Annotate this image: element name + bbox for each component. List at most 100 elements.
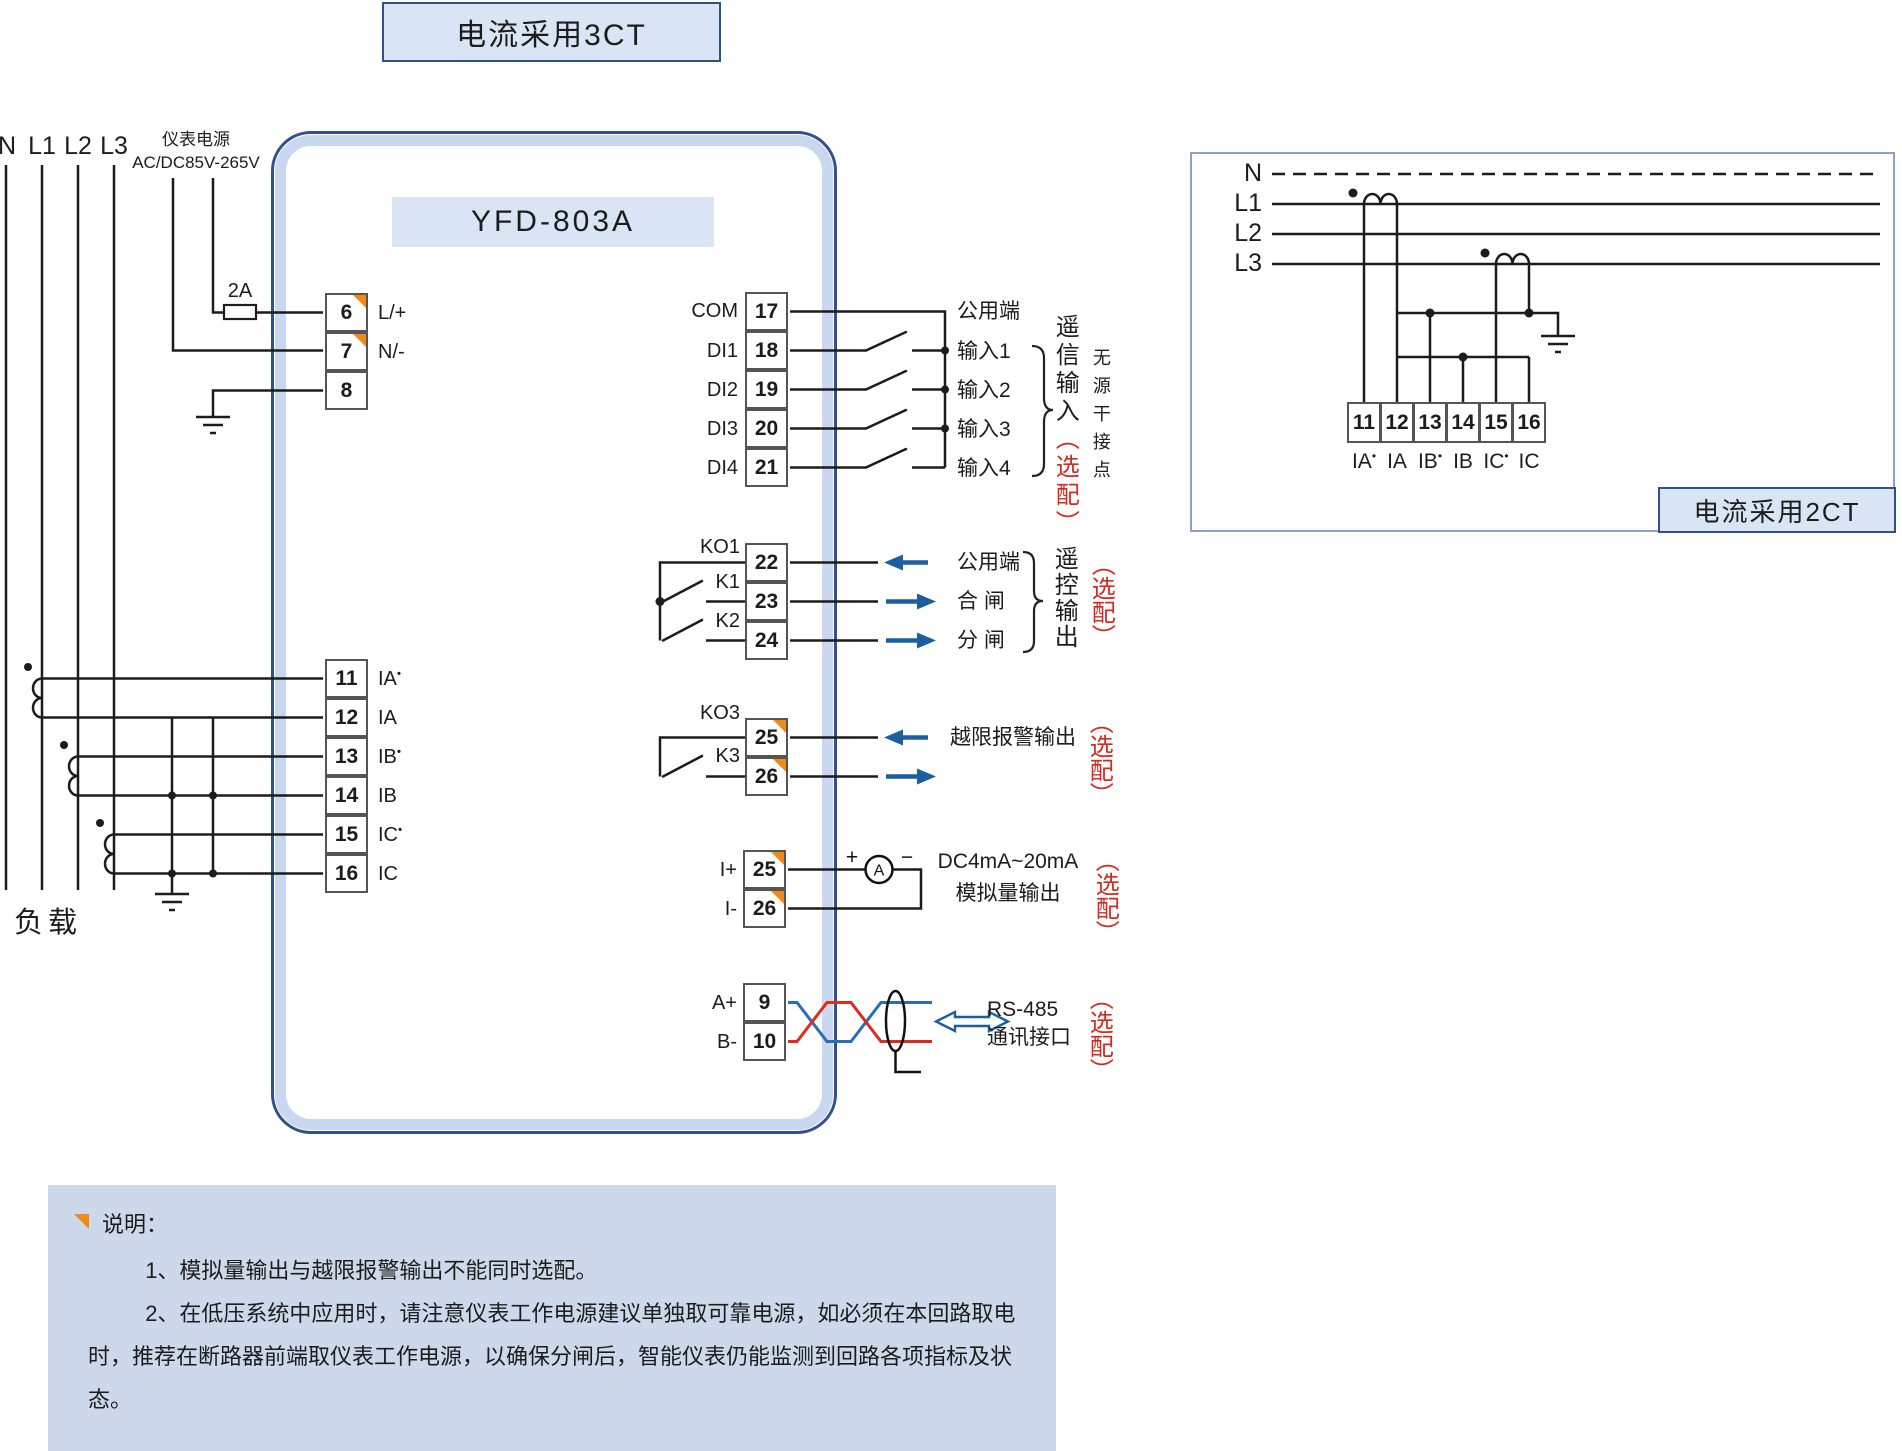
fuse-icon	[222, 303, 258, 321]
ct-label: IB	[1453, 450, 1473, 473]
terminal-num: 20	[754, 416, 779, 440]
junction-dots	[24, 188, 1534, 878]
ct-label: IA	[1351, 450, 1372, 473]
polarity-star: •	[1371, 449, 1377, 463]
di-name-di2: DI2	[706, 379, 738, 401]
di-name-di4: DI4	[706, 457, 738, 479]
terminal-25-analog: 25	[743, 850, 786, 889]
ct2-label-13: IB•	[1413, 450, 1447, 473]
title-2ct-box: 电流采用2CT	[1658, 487, 1896, 533]
terminal-num: 10	[752, 1029, 777, 1053]
rs485-wire-b	[788, 1001, 932, 1043]
terminal-num: 13	[334, 744, 359, 768]
ct2-diagram-box	[1190, 152, 1895, 532]
arrow-right-icon	[886, 768, 936, 785]
ct2-phase-l2: L2	[1234, 219, 1262, 247]
terminal-num: 11	[335, 666, 358, 690]
terminal-num: 26	[752, 896, 777, 920]
terminal-26-analog: 26	[743, 889, 786, 928]
terminal-11-label: IA•	[378, 666, 402, 690]
k1-label: K1	[715, 571, 740, 593]
terminal-num: 22	[754, 550, 779, 574]
analog-name-iplus: I+	[719, 859, 737, 881]
rs485-desc-1: RS-485	[987, 998, 1059, 1021]
di-wires	[790, 310, 947, 469]
ct2-terminal-11: 11	[1347, 402, 1381, 443]
terminal-7-label: N/-	[378, 341, 405, 363]
option-tag: （选配）	[1085, 986, 1113, 1082]
ko1-switch-blades	[661, 579, 704, 642]
ct2-phase-lines	[1272, 202, 1880, 266]
ko3-wires	[658, 736, 878, 778]
terminal-18: 18	[745, 331, 788, 370]
wires	[4, 165, 1880, 912]
terminal-16: 16	[325, 854, 368, 893]
plus-sign: +	[846, 846, 858, 869]
polarity-star: •	[398, 822, 403, 837]
terminal-num: 11	[1352, 410, 1376, 434]
ammeter-icon	[864, 854, 894, 885]
di-switch-blades	[864, 330, 908, 469]
terminal-num: 15	[1484, 410, 1508, 434]
ko3-switch-blade	[661, 754, 704, 778]
supply-label-2: AC/DC85V-265V	[132, 153, 260, 172]
ct-secondary-wires	[42, 677, 323, 875]
terminal-12: 12	[325, 698, 368, 737]
arrow-left-icon	[884, 729, 928, 746]
terminal-num: 6	[340, 300, 353, 324]
ct2-coil	[67, 755, 79, 797]
ct2-terminal-12: 12	[1380, 402, 1414, 443]
terminal-24: 24	[745, 621, 788, 660]
di-right-3: 输入3	[957, 418, 1011, 441]
terminal-23: 23	[745, 582, 788, 621]
ko1-right-common: 公用端	[957, 551, 1020, 574]
terminal-num: 25	[752, 857, 777, 881]
note-marker-icon	[74, 1214, 89, 1229]
terminal-num: 12	[334, 705, 359, 729]
ko1-wires	[658, 561, 878, 642]
ammeter-letter: A	[874, 863, 885, 880]
terminal-num: 16	[334, 861, 359, 885]
title-3ct-box: 电流采用3CT	[382, 2, 721, 62]
ct-label: IB	[1417, 450, 1438, 473]
terminal-num: 8	[340, 378, 353, 402]
terminal-16-label: IC	[378, 863, 398, 885]
marked-corner-icon	[773, 759, 786, 772]
minus-sign: −	[901, 846, 913, 869]
terminal-14-label: IB	[378, 785, 397, 807]
analog-desc-2: 模拟量输出	[955, 882, 1061, 905]
ko1-right-open: 分 闸	[957, 629, 1005, 652]
polarity-star: •	[396, 666, 402, 681]
ko1-brace	[1022, 550, 1044, 654]
terminal-8: 8	[325, 371, 368, 410]
analog-desc-1: DC4mA~20mA	[937, 850, 1079, 873]
option-tag: （选配）	[1051, 426, 1079, 538]
di-group-text: 遥信输入	[1051, 314, 1079, 426]
phase-label-l3: L3	[100, 132, 128, 160]
terminal-7: 7	[325, 332, 368, 371]
ct2-phase-l3: L3	[1234, 249, 1262, 277]
polarity-star: •	[1504, 449, 1509, 463]
k2-label: K2	[715, 610, 740, 632]
ko1-label: KO1	[699, 536, 740, 558]
terminal-13-label: IB•	[378, 745, 401, 768]
ct-label: IA	[378, 668, 397, 690]
ko1-group-label: 遥控输出	[1050, 546, 1078, 650]
rs485-desc-2: 通讯接口	[987, 1026, 1071, 1049]
option-tag: （选配）	[1087, 552, 1115, 648]
di-brace	[1031, 344, 1054, 478]
di-name-di1: DI1	[706, 340, 738, 362]
phase-label-l1: L1	[28, 132, 56, 160]
supply-wires	[171, 178, 323, 417]
rs485-name-b: B-	[717, 1031, 737, 1053]
terminal-num: 12	[1385, 410, 1409, 434]
terminal-15-label: IC•	[378, 822, 403, 846]
option-tag: （选配）	[1085, 710, 1113, 806]
ct1-coil	[31, 677, 43, 719]
terminal-6: 6	[325, 293, 368, 332]
ct-label: IA	[1387, 450, 1407, 473]
ct-label: IC	[1483, 450, 1505, 473]
note-item-1: 1、模拟量输出与越限报警输出不能同时选配。	[145, 1258, 598, 1283]
device-model-box: YFD-803A	[392, 197, 714, 247]
terminal-9: 9	[743, 983, 786, 1022]
